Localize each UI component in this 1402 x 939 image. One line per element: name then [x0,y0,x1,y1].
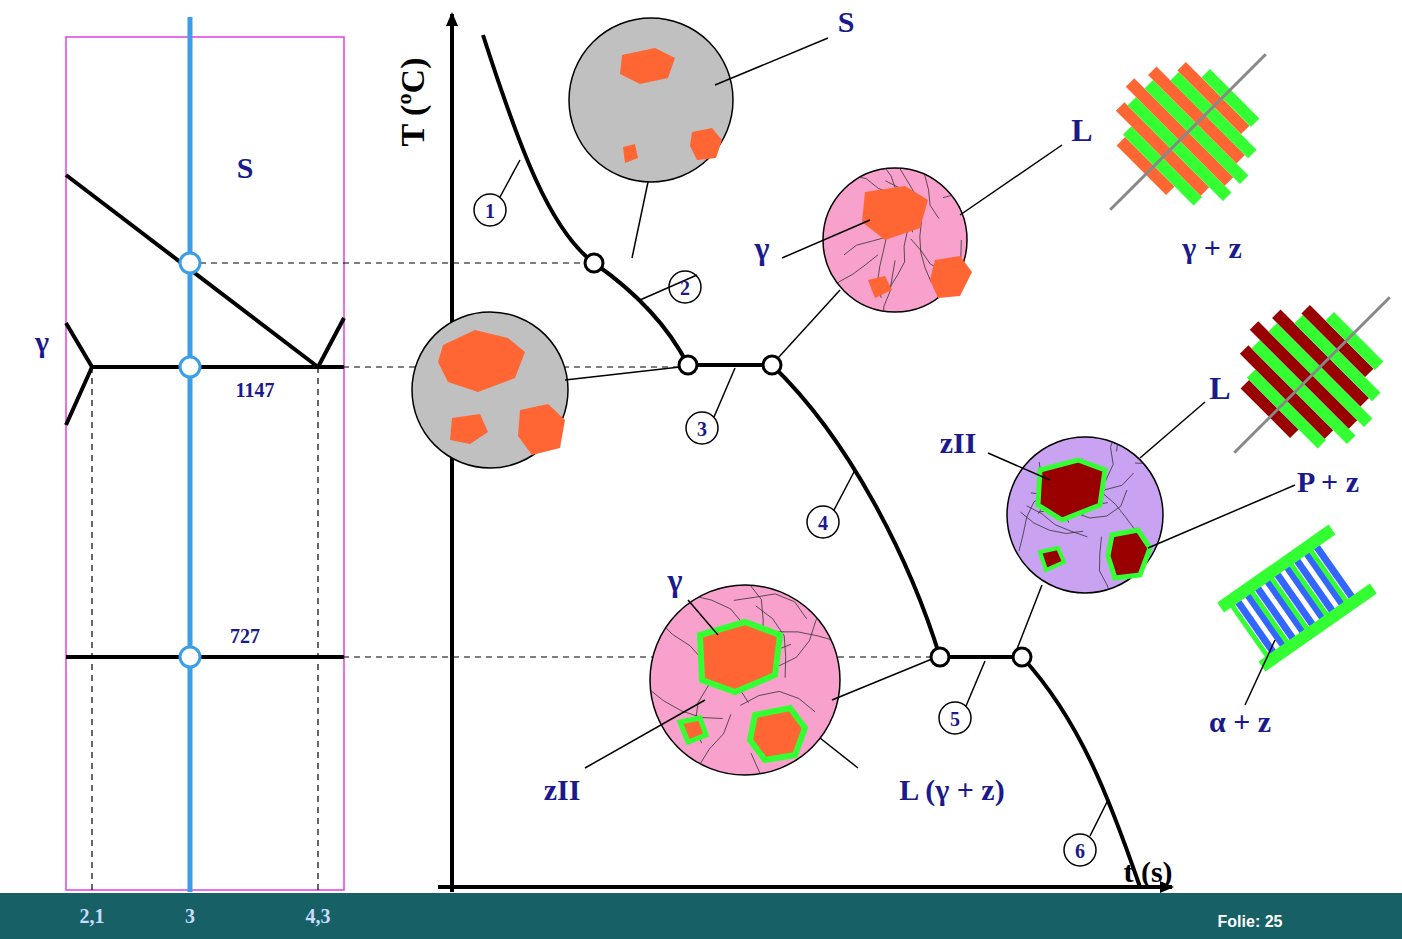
callout-number: 4 [818,513,828,533]
phase-label: α + z [1209,707,1271,737]
phase-label: L [1209,372,1230,404]
interface-line [1234,297,1390,453]
lamella [1325,312,1383,370]
phase-label: γ [755,232,770,264]
temperature-value: 1147 [236,380,275,400]
slide-number: Folie: 25 [1218,914,1283,930]
lamella-ferrite-cementite [1217,525,1377,672]
phase-panel [66,37,344,890]
grain-boundary [751,753,761,833]
grain-boundary [673,586,744,625]
composition-value: 4,3 [306,906,331,926]
lamella [1201,69,1259,127]
callout-circles [474,194,1096,866]
composition-value: 3 [185,906,195,926]
cementite-lamella [1307,547,1350,606]
time-axis [438,885,1172,889]
grain-boundary [943,156,981,198]
grain-boundary [1135,455,1202,464]
composition-value: 2,1 [80,906,105,926]
lamella-pearlite-cementite [1180,243,1402,504]
callout-number: 1 [485,201,495,221]
interface-line [1110,54,1266,210]
grain-boundary [828,255,878,294]
alloy-line [188,17,193,892]
grain-boundary [647,688,722,719]
curve-points [585,254,1031,666]
phase-label: γ [35,327,49,357]
callout-number: 2 [680,278,690,298]
axis-title: T (ºC) [396,58,430,147]
phase-label: γ [668,564,683,596]
phase-label: S [838,7,855,37]
phase-lines [66,175,344,657]
phase-label: L (γ + z) [899,775,1004,805]
ferrite-lamella [1313,544,1355,600]
phase-label: zII [544,775,581,805]
micrograph-liquid-eutectic [412,312,568,468]
grain-boundary [734,594,807,619]
phase-points [180,253,200,667]
callout-number: 5 [950,709,960,729]
phase-label: γ + z [1182,233,1241,263]
temperature-value: 727 [230,626,260,646]
phase-label: S [237,153,254,183]
callout-number: 3 [697,419,707,439]
grain-boundary [862,139,896,191]
micrograph-secondary-cementite [642,583,840,834]
footer-bar [0,893,1402,939]
axis-title: t (s) [1123,857,1172,887]
callout-number: 6 [1075,841,1085,861]
lamella-gamma-cementite [1056,0,1317,261]
micrograph-final [1007,385,1202,603]
grain-boundary [1108,385,1118,452]
leader-lines [565,38,1295,768]
dashed-guides [92,263,932,890]
phase-label: P + z [1297,467,1359,497]
grain-boundary [642,606,704,662]
phase-label: L [1071,114,1092,146]
micrograph-liquid-top [569,18,733,182]
phase-label: zII [940,428,977,458]
